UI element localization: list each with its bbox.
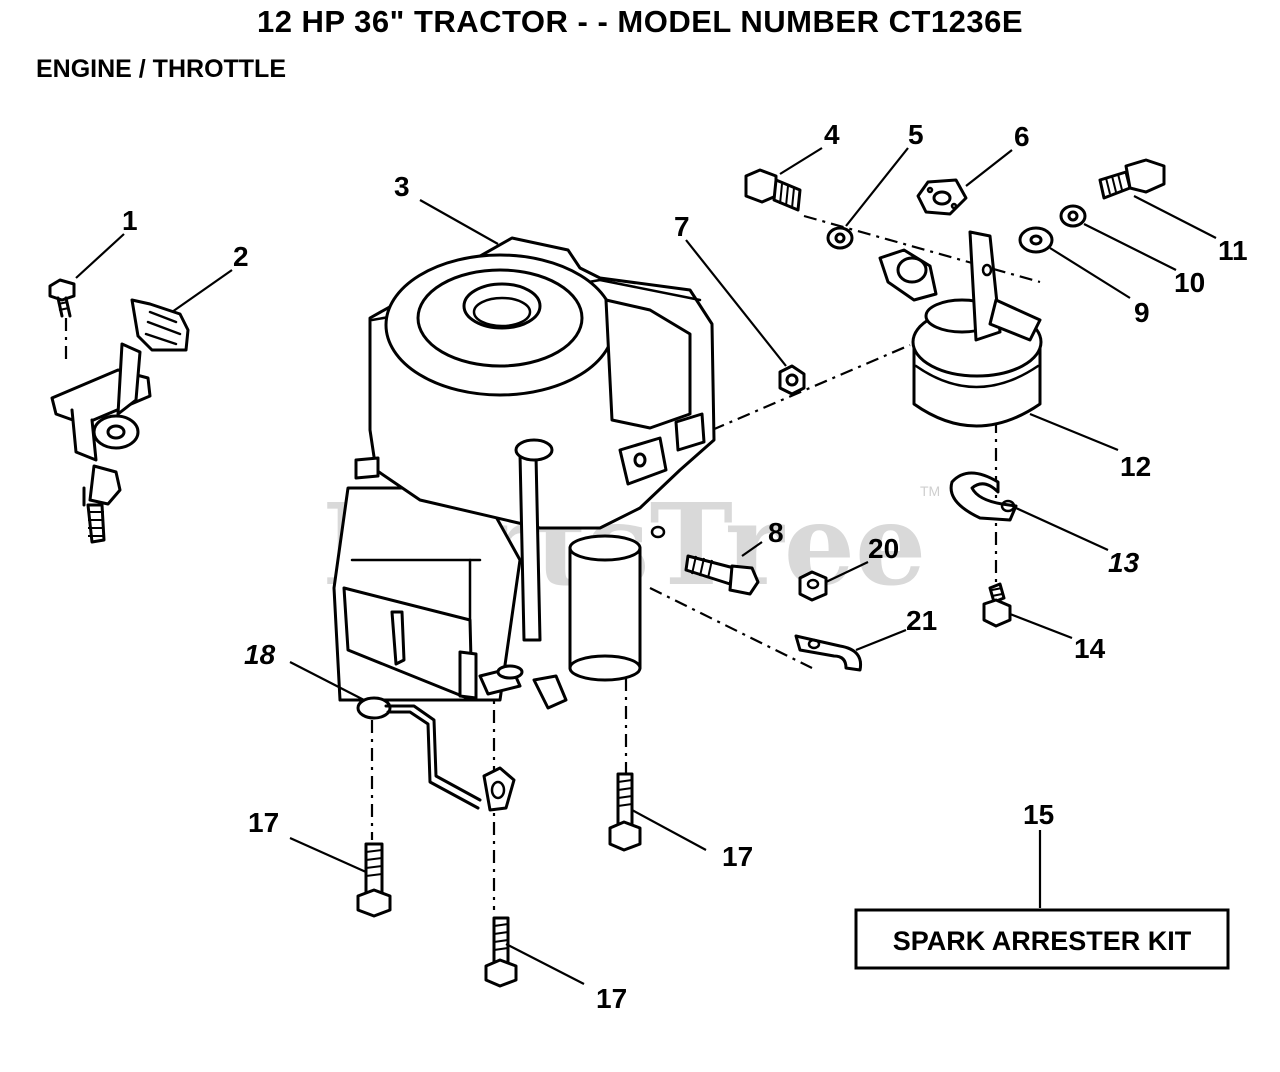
part-8-bolt[interactable] [684, 554, 760, 596]
part-17-bolt-right[interactable] [608, 772, 642, 852]
callout-3[interactable]: 3 [394, 171, 410, 202]
part-4-bolt[interactable] [744, 168, 802, 212]
callout-12[interactable]: 12 [1120, 451, 1151, 482]
part-18-drain-tube[interactable] [356, 696, 516, 812]
callout-2[interactable]: 2 [233, 241, 249, 272]
part-7-nut[interactable] [778, 364, 806, 396]
part-10-lock-washer[interactable] [1059, 204, 1087, 228]
callout-7[interactable]: 7 [674, 211, 690, 242]
part-21-clamp[interactable] [794, 634, 863, 672]
callout-9[interactable]: 9 [1134, 297, 1150, 328]
callout-8[interactable]: 8 [768, 517, 784, 548]
callout-17-left[interactable]: 17 [248, 807, 279, 838]
callout-17-right[interactable]: 17 [722, 841, 753, 872]
part-1-screw[interactable] [48, 278, 76, 318]
callout-13[interactable]: 13 [1108, 547, 1140, 578]
watermark-trademark: TM [920, 483, 940, 499]
leader-lines [75, 147, 1217, 985]
callout-11[interactable]: 11 [1218, 235, 1248, 266]
callout-20[interactable]: 20 [868, 533, 899, 564]
callout-4[interactable]: 4 [824, 119, 840, 150]
part-14-screw[interactable] [982, 582, 1012, 628]
part-12-muffler[interactable] [878, 230, 1043, 428]
part-3-engine[interactable] [332, 236, 716, 710]
part-9-washer[interactable] [1018, 226, 1054, 254]
part-17-bolt-left[interactable] [356, 842, 392, 918]
part-20-nut[interactable] [798, 570, 828, 602]
spark-arrester-kit-box[interactable]: SPARK ARRESTER KIT [854, 908, 1230, 970]
callout-1[interactable]: 1 [122, 205, 138, 236]
part-11-bolt[interactable] [1098, 158, 1166, 200]
callout-6[interactable]: 6 [1014, 121, 1030, 152]
diagram-subtitle: ENGINE / THROTTLE [36, 55, 286, 83]
part-6-gasket-plate[interactable] [916, 178, 968, 216]
callout-15[interactable]: 15 [1023, 799, 1054, 830]
callout-numbers: 1 2 3 4 5 6 7 8 9 10 11 12 13 14 15 17 1… [122, 119, 1248, 1014]
callout-10[interactable]: 10 [1174, 267, 1205, 298]
callout-14[interactable]: 14 [1074, 633, 1106, 664]
callout-17-bottom[interactable]: 17 [596, 983, 627, 1014]
part-17-bolt-middle[interactable] [484, 916, 518, 988]
part-2-throttle-control[interactable] [50, 298, 190, 544]
callout-18[interactable]: 18 [244, 639, 276, 670]
callout-5[interactable]: 5 [908, 119, 924, 150]
spark-arrester-kit-label: SPARK ARRESTER KIT [893, 926, 1192, 956]
callout-21[interactable]: 21 [906, 605, 937, 636]
part-5-gasket[interactable] [826, 226, 854, 250]
part-13-arrester-screen[interactable] [949, 471, 1018, 522]
diagram-title: 12 HP 36" TRACTOR - - MODEL NUMBER CT123… [256, 4, 1024, 39]
